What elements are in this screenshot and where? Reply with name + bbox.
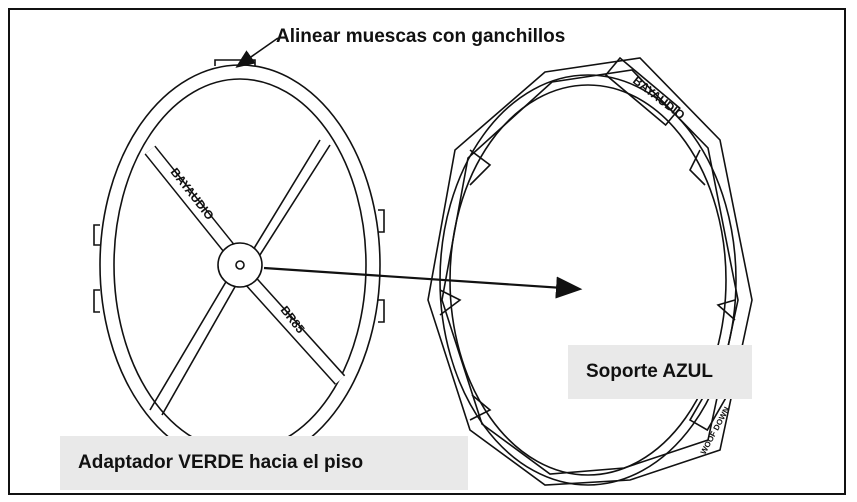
green-adapter-label: Adaptador VERDE hacia el piso [60, 436, 468, 490]
diagram-frame [8, 8, 846, 495]
adapter-brand-text: BAYAUDIO [168, 165, 217, 222]
blue-support-label: Soporte AZUL [568, 345, 752, 399]
placement-arrow [263, 266, 583, 299]
notch-pointer-arrow [235, 37, 279, 68]
blue-support-drawing [427, 56, 753, 486]
green-adapter-drawing [93, 59, 385, 466]
align-notches-label: Alinear muescas con ganchillos [276, 26, 566, 47]
support-bottom-text: WOOF DOWN [699, 405, 732, 456]
